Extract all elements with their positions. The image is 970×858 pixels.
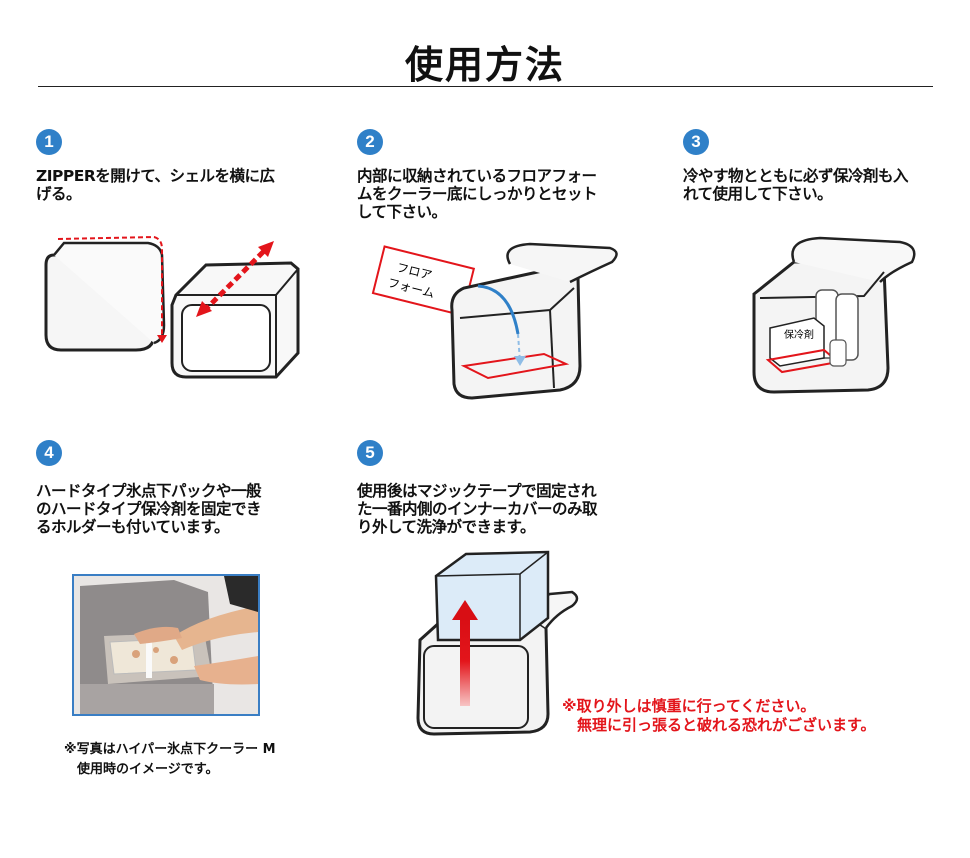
step-1-text: ZIPPERを開けて、シェルを横に広 げる。 [36,167,275,203]
page-title: 使用方法 [404,43,565,87]
step-2-badge: 2 [357,129,383,155]
step-5-text: 使用後はマジックテープで固定され た一番内側のインナーカバーのみ取 り外して洗浄… [357,482,598,536]
removal-warning: ※取り外しは慎重に行ってください。 無理に引っ張ると破れる恐れがございます。 [562,697,876,734]
usage-photo [72,574,260,716]
step-4-badge: 4 [36,440,62,466]
cold-pack-label: 保冷剤 [784,328,814,341]
step-4-text: ハードタイプ氷点下パックや一般 のハードタイプ保冷剤を固定でき るホルダーも付い… [36,482,262,536]
step-3-badge: 3 [683,129,709,155]
step-5-badge: 5 [357,440,383,466]
title-divider [38,86,933,87]
usage-photo-image [74,576,258,714]
step-2-text: 内部に収納されているフロアフォー ムをクーラー底にしっかりとセット して下さい。 [357,167,598,221]
step-3-text: 冷やす物とともに必ず保冷剤も入 れて使用して下さい。 [683,167,909,203]
step-5-illustration [416,550,579,736]
step-2-illustration: フロア フォーム [371,242,618,400]
step-1-illustration [44,235,300,379]
photo-note: ※写真はハイパー氷点下クーラー M 使用時のイメージです。 [64,742,276,777]
step-1-badge: 1 [36,129,62,155]
step-3-illustration: 保冷剤 [752,236,916,394]
